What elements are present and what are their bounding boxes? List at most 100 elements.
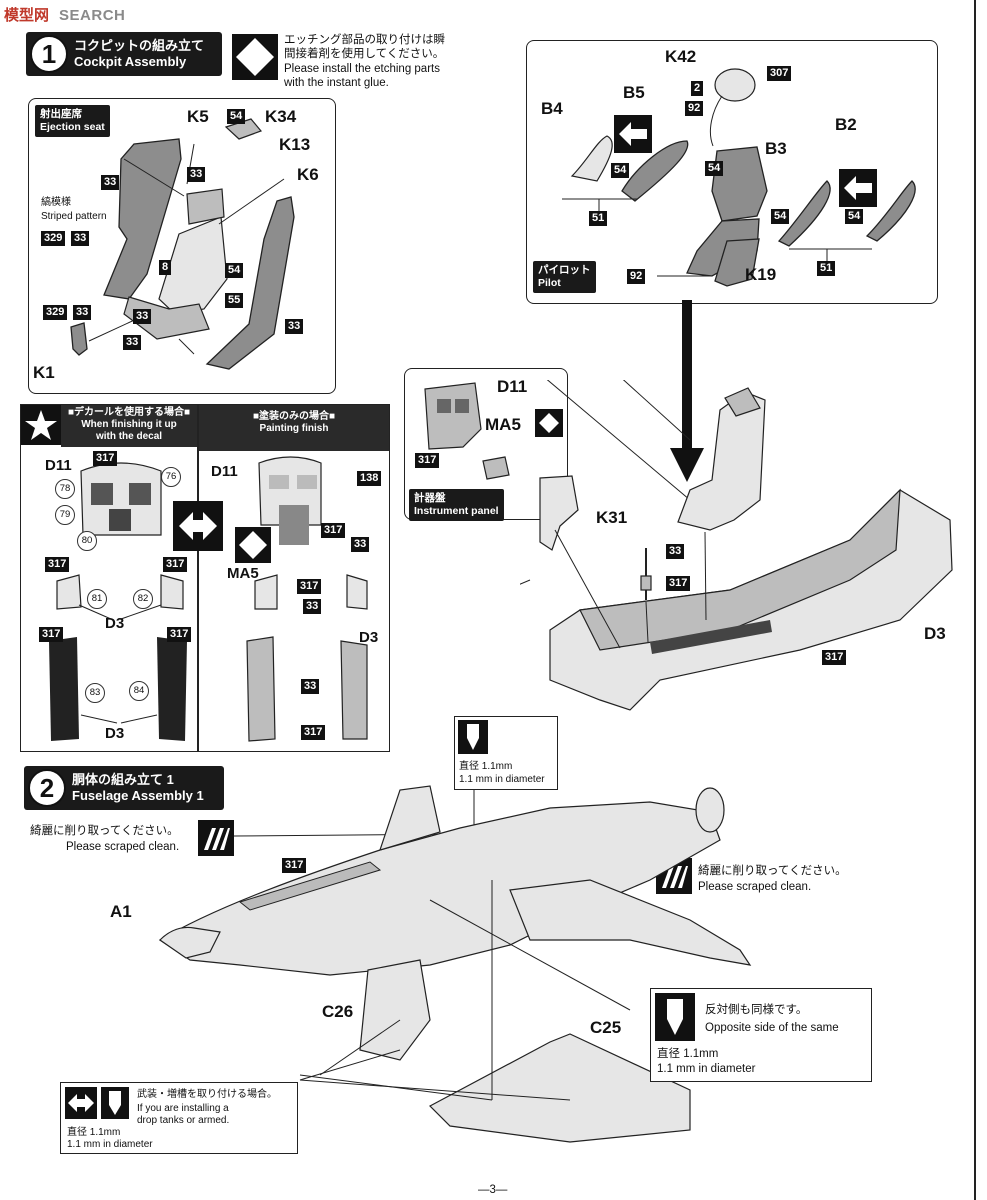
fuselage-num-317: 317 (282, 858, 307, 873)
decal-left-c78: 78 (55, 479, 75, 499)
pilot-tag-jp: パイロット (538, 264, 591, 276)
ejection-seat-tag-jp: 射出座席 (40, 108, 82, 120)
star-icon (21, 405, 61, 445)
page-border-right (974, 0, 976, 1200)
num-33-e: 33 (133, 309, 152, 324)
opposite-jp: 反対側も同様です。 (705, 1004, 808, 1016)
decal-left-317-a: 317 (93, 451, 118, 466)
instrument-label-d11: D11 (497, 377, 528, 396)
step2-title-en: Fuselage Assembly 1 (72, 788, 204, 803)
num-54-b: 54 (225, 263, 244, 278)
drill-icon (458, 720, 488, 754)
decal-right-ma5: MA5 (227, 565, 259, 582)
decal-left-317-d: 317 (39, 627, 64, 642)
decal-left-d11: D11 (45, 457, 72, 474)
decal-right-d11: D11 (211, 463, 238, 480)
armed-jp: 武装・増槽を取り付ける場合。 (137, 1089, 277, 1100)
decal-right-d3: D3 (359, 629, 379, 646)
num-8: 8 (159, 260, 172, 275)
decal-head-right-en: Painting finish (259, 423, 329, 434)
fuselage-drawing (158, 785, 752, 1143)
etching-note-jp-1: エッチング部品の取り付けは瞬 (284, 34, 445, 46)
decal-head-left-en-2: with the decal (95, 431, 163, 442)
etching-note-en-2: with the instant glue. (284, 77, 389, 89)
ejection-seat-drawing (70, 118, 295, 370)
instrument-tag-en: Instrument panel (414, 505, 499, 517)
num-51-b: 51 (817, 261, 836, 276)
drill-callout-top: 直径 1.1mm 1.1 mm in diameter (454, 716, 558, 790)
num-54-d: 54 (771, 209, 790, 224)
label-k5: K5 (187, 107, 209, 126)
num-54-c: 54 (611, 163, 630, 178)
watermark-right: SEARCH (59, 7, 126, 24)
num-92-b: 92 (627, 269, 646, 284)
step2-title-jp: 胴体の組み立て 1 (72, 772, 174, 787)
num-307: 307 (767, 66, 792, 81)
cockpit-num-317-b: 317 (822, 650, 847, 665)
opposite-en: Opposite side of the same (705, 1022, 839, 1034)
label-b4: B4 (541, 99, 563, 118)
label-k19: K19 (745, 265, 777, 284)
cockpit-num-33: 33 (666, 544, 685, 559)
cockpit-label-k31: K31 (596, 508, 628, 527)
instrument-num-317: 317 (415, 453, 440, 468)
num-51-a: 51 (589, 211, 608, 226)
decal-left-d3-b: D3 (105, 725, 125, 742)
decal-left-c80: 80 (77, 531, 97, 551)
num-33-d: 33 (73, 305, 92, 320)
ejection-seat-panel: 射出座席 Ejection seat K5 K34 K13 K6 K1 33 5… (28, 98, 336, 394)
label-k42: K42 (665, 47, 697, 66)
decal-left-d3-a: D3 (105, 615, 125, 632)
label-c25: C25 (590, 1018, 622, 1037)
step1-title-jp: コクピットの組み立て (74, 38, 205, 53)
num-33-b: 33 (187, 167, 206, 182)
scrape2-note-en: Please scraped clean. (698, 881, 812, 893)
decal-head-right-jp: ■塗装のみの場合■ (252, 411, 336, 422)
pilot-tag: パイロット Pilot (533, 261, 596, 293)
armed-arrow-icon (65, 1087, 97, 1119)
num-33-f: 33 (123, 335, 142, 350)
label-b3: B3 (765, 139, 787, 158)
decal-left-c76: 76 (161, 467, 181, 487)
striped-en: Striped pattern (41, 211, 107, 222)
decal-left-c84: 84 (129, 681, 149, 701)
decal-head-left-en-1: When finishing it up (81, 419, 177, 430)
pilot-drawing (562, 68, 916, 287)
decal-drawings (49, 456, 368, 742)
opposite-side-callout: 反対側も同様です。 Opposite side of the same 直径 1… (650, 988, 872, 1082)
decal-right-33-b: 33 (303, 599, 322, 614)
decal-head-left-jp: ■デカールを使用する場合■ (67, 407, 191, 418)
num-33-c: 33 (71, 231, 90, 246)
decal-right-33: 33 (351, 537, 370, 552)
decal-right-33-c: 33 (301, 679, 320, 694)
watermark: 模型网 SEARCH (4, 4, 125, 25)
num-55: 55 (225, 293, 244, 308)
ejection-seat-tag-en: Ejection seat (40, 121, 105, 133)
armed-en-2: drop tanks or armed. (137, 1115, 230, 1126)
cockpit-num-317: 317 (666, 576, 691, 591)
num-92-a: 92 (685, 101, 704, 116)
etching-note-en-1: Please install the etching parts (284, 63, 440, 75)
decal-left-c79: 79 (55, 505, 75, 525)
instrument-tag: 計器盤 Instrument panel (409, 489, 504, 521)
step1-title-en: Cockpit Assembly (74, 54, 187, 69)
num-329-a: 329 (41, 231, 66, 246)
decal-right-317-b: 317 (297, 579, 322, 594)
watermark-left: 模型网 (4, 7, 50, 24)
armed-drill-icon (101, 1087, 129, 1119)
label-a1: A1 (110, 902, 132, 921)
etching-diamond-icon (232, 34, 278, 80)
decal-header-right: ■塗装のみの場合■ Painting finish (199, 405, 389, 451)
decal-left-c82: 82 (133, 589, 153, 609)
num-2: 2 (691, 81, 704, 96)
ejection-seat-tag: 射出座席 Ejection seat (35, 105, 110, 137)
label-k1: K1 (33, 363, 55, 382)
etching-note-jp-2: 間接着剤を使用してください。 (284, 48, 445, 60)
armed-drill-jp: 直径 1.1mm (67, 1127, 121, 1138)
label-c26: C26 (322, 1002, 354, 1021)
num-33-a: 33 (101, 175, 120, 190)
decal-right-317: 317 (321, 523, 346, 538)
decal-left-317-b: 317 (45, 557, 70, 572)
drill-en: 1.1 mm in diameter (459, 774, 545, 785)
step2-header: 2 胴体の組み立て 1 Fuselage Assembly 1 (24, 766, 224, 810)
